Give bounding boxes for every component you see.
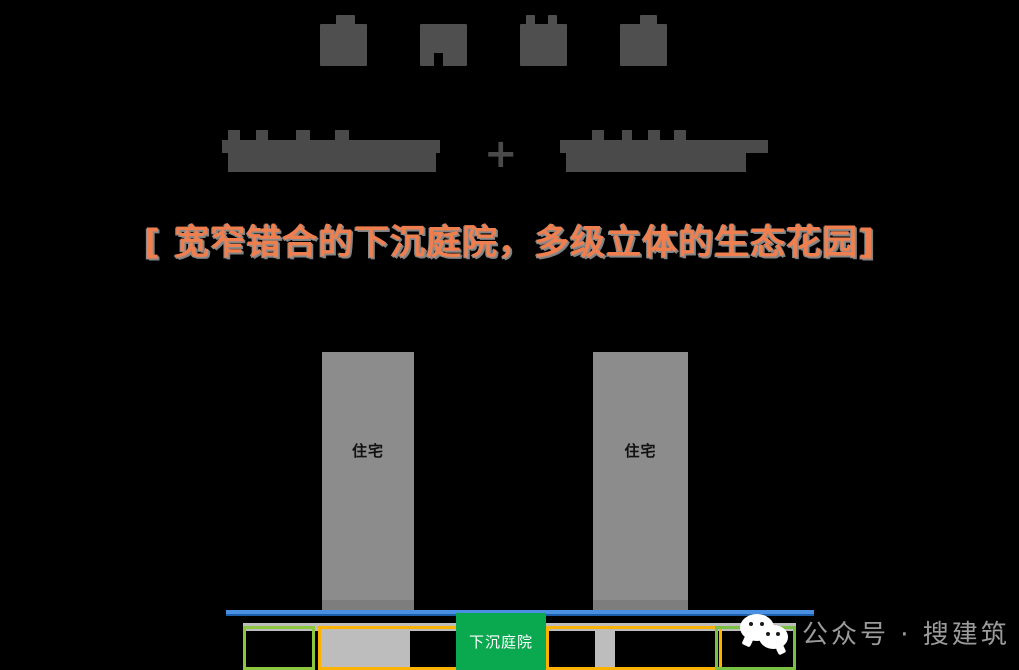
sunken-courtyard: 下沉庭院 bbox=[456, 613, 546, 670]
underground-box-orange-right bbox=[546, 626, 722, 670]
page-title: [ 宽窄错合的下沉庭院，多级立体的生态花园] bbox=[143, 223, 876, 263]
censored-glyph bbox=[320, 15, 367, 66]
wechat-eye bbox=[749, 622, 753, 626]
sunken-courtyard-label: 下沉庭院 bbox=[468, 633, 533, 651]
censored-phrase-right-ascenders bbox=[648, 130, 660, 142]
underground-fill bbox=[320, 628, 410, 670]
underground-fill bbox=[595, 628, 615, 670]
censored-headline-row-2: + bbox=[0, 122, 1019, 178]
wechat-icon bbox=[740, 610, 796, 654]
podium-slab-left bbox=[322, 600, 414, 613]
censored-phrase-left-ascenders bbox=[228, 130, 240, 142]
censored-phrase-right-ascenders bbox=[622, 130, 632, 142]
plus-connector: + bbox=[484, 131, 518, 177]
wechat-eye bbox=[760, 622, 764, 626]
censored-phrase-left-ascenders bbox=[296, 130, 310, 142]
censored-headline-row-1 bbox=[320, 14, 700, 66]
censored-phrase-right-tail bbox=[560, 140, 768, 153]
glyph-notch bbox=[434, 53, 443, 66]
watermark: 公众号 · 搜建筑 bbox=[740, 604, 1010, 660]
censored-phrase-left-tail bbox=[222, 140, 440, 153]
censored-glyph bbox=[520, 15, 567, 66]
censored-phrase-right-ascenders bbox=[592, 130, 604, 142]
ground-line bbox=[226, 610, 814, 614]
wechat-eye bbox=[766, 632, 770, 636]
tower-left: 住宅 bbox=[322, 352, 414, 609]
censored-phrase-left-ascenders bbox=[335, 130, 349, 142]
podium-slab-right bbox=[593, 600, 688, 613]
tower-right: 住宅 bbox=[593, 352, 688, 609]
watermark-text: 公众号 · 搜建筑 bbox=[802, 619, 1010, 650]
censored-phrase-right-ascenders bbox=[674, 130, 686, 142]
underground-box-green-left bbox=[243, 626, 315, 670]
wechat-bubble-small bbox=[759, 625, 788, 649]
tower-left-label: 住宅 bbox=[351, 442, 384, 460]
censored-glyph bbox=[620, 15, 667, 66]
wechat-eye bbox=[776, 632, 780, 636]
tower-right-label: 住宅 bbox=[624, 442, 657, 460]
censored-phrase-left-ascenders bbox=[256, 130, 268, 142]
